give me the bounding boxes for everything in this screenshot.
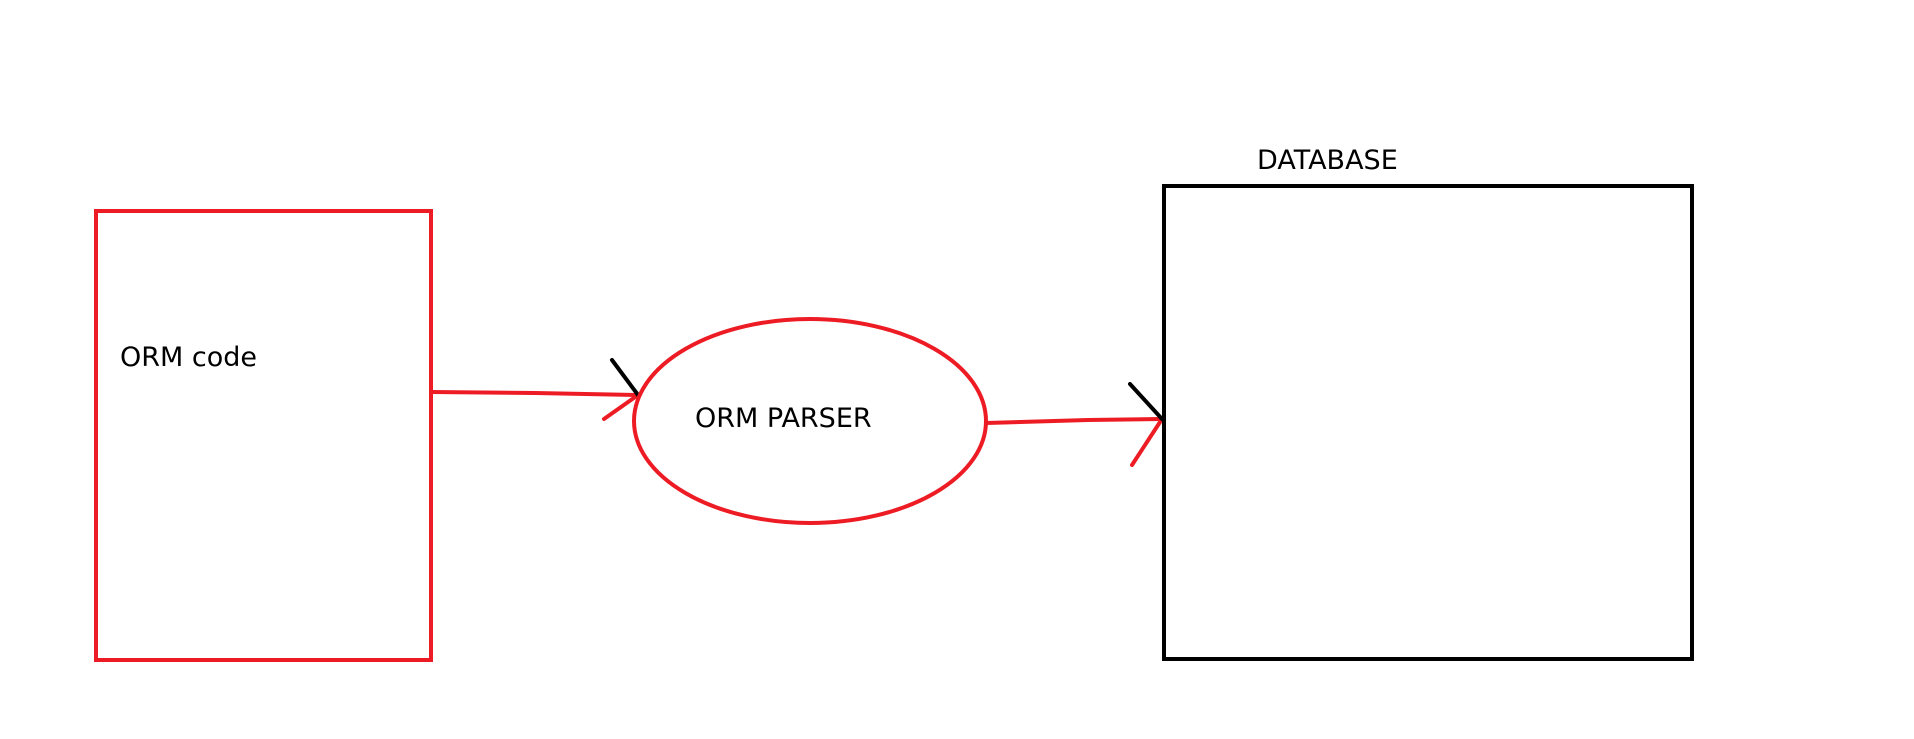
arrow-parser-to-database: [984, 382, 1164, 467]
arrow-parser-to-database-head-lower: [1130, 417, 1164, 467]
arrow-code-to-parser-head-lower: [602, 393, 640, 421]
arrow-code-to-parser: [429, 358, 640, 421]
arrow-parser-to-database-line: [984, 417, 1164, 425]
database-box: [1162, 184, 1694, 661]
orm-code-box: [94, 209, 433, 662]
arrow-code-to-parser-line: [429, 390, 640, 397]
orm-parser-label: ORM PARSER: [695, 403, 872, 434]
database-label: DATABASE: [1257, 145, 1398, 176]
arrow-code-to-parser-head-upper: [610, 358, 640, 397]
arrow-parser-to-database-head-upper: [1128, 382, 1164, 421]
orm-code-label: ORM code: [120, 342, 257, 373]
